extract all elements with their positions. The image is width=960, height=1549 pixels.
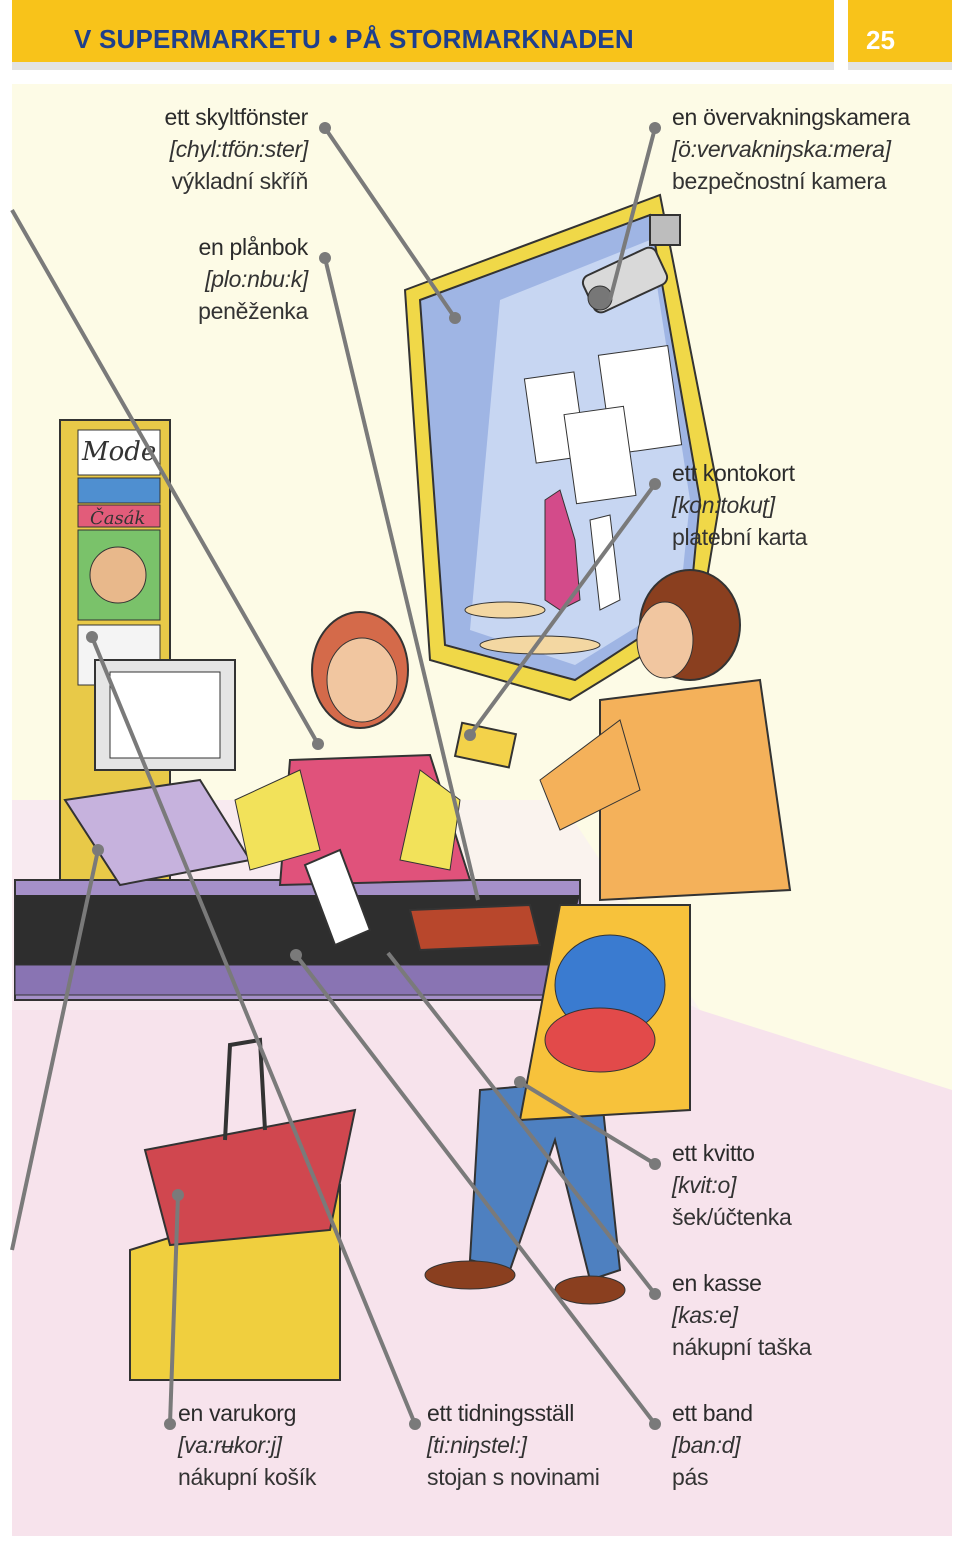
label-translation: peněženka — [198, 298, 308, 324]
label-pronunciation: [ö:vervakniŋska:mera] — [672, 136, 891, 162]
label-translation: výkladní skříň — [171, 168, 309, 194]
label-band: ett band [ban:d] pás — [672, 1397, 872, 1493]
label-varukorg: en varukorg [va:rʉkor:j] nákupní košík — [178, 1397, 378, 1493]
label-word: ett kvitto — [672, 1140, 755, 1166]
label-translation: šek/účtenka — [672, 1204, 792, 1230]
label-translation: nákupní taška — [672, 1334, 812, 1360]
leader-lines — [10, 126, 657, 1426]
label-pronunciation: [kas:e] — [672, 1302, 738, 1328]
cashier-illustration — [234, 611, 472, 887]
label-skyltfonster: ett skyltfönster [chyl:tfön:ster] výklad… — [100, 101, 309, 197]
wallet-illustration — [408, 903, 542, 952]
customer-illustration — [424, 569, 792, 1305]
label-pronunciation: [kon:tokuʈ] — [672, 492, 775, 518]
label-pronunciation: [chyl:tfön:ster] — [169, 136, 309, 162]
label-pronunciation: [ban:d] — [672, 1432, 741, 1458]
label-word: en plånbok — [198, 234, 308, 260]
label-kvitto: ett kvitto [kvit:o] šek/účtenka — [672, 1137, 912, 1233]
label-pronunciation: [kvit:o] — [672, 1172, 737, 1198]
header-bar: V SUPERMARKETU • PÅ STORMARKNADEN — [12, 0, 834, 70]
label-translation: platební karta — [672, 524, 808, 550]
label-word: en kasse — [672, 1270, 762, 1296]
label-translation: pás — [672, 1464, 709, 1490]
page-title: V SUPERMARKETU • PÅ STORMARKNADEN — [74, 24, 634, 54]
label-word: ett skyltfönster — [164, 104, 309, 130]
label-word: ett tidningsställ — [427, 1400, 575, 1426]
receipt-illustration — [303, 848, 372, 947]
label-planbok: en plånbok [plo:nbu:k] peněženka — [100, 231, 308, 327]
label-word: ett kontokort — [672, 460, 795, 486]
page-number: 25 — [866, 25, 895, 55]
label-pronunciation: [ti:niŋstel:] — [427, 1432, 527, 1458]
shopping-basket-illustration — [129, 1037, 357, 1381]
label-translation: nákupní košík — [178, 1464, 317, 1490]
security-camera-illustration — [581, 214, 681, 314]
rack-sign-casak: Časák — [90, 506, 145, 529]
label-pronunciation: [plo:nbu:k] — [205, 266, 308, 292]
label-word: ett band — [672, 1400, 753, 1426]
label-pronunciation: [va:rʉkor:j] — [178, 1432, 282, 1458]
label-overvakningskamera: en övervakningskamera [ö:vervakniŋska:me… — [672, 101, 947, 197]
label-word: en varukorg — [178, 1400, 297, 1426]
label-kasse: en kasse [kas:e] nákupní taška — [672, 1267, 912, 1363]
label-translation: stojan s novinami — [427, 1464, 600, 1490]
label-kontokort: ett kontokort [kon:tokuʈ] platební karta — [672, 457, 912, 553]
label-tidningsstall: ett tidningsställ [ti:niŋstel:] stojan s… — [427, 1397, 647, 1493]
leader-dots — [86, 122, 661, 1430]
label-word: en övervakningskamera — [672, 104, 910, 130]
page-number-box: 25 — [848, 0, 952, 70]
label-translation: bezpečnostní kamera — [672, 168, 887, 194]
